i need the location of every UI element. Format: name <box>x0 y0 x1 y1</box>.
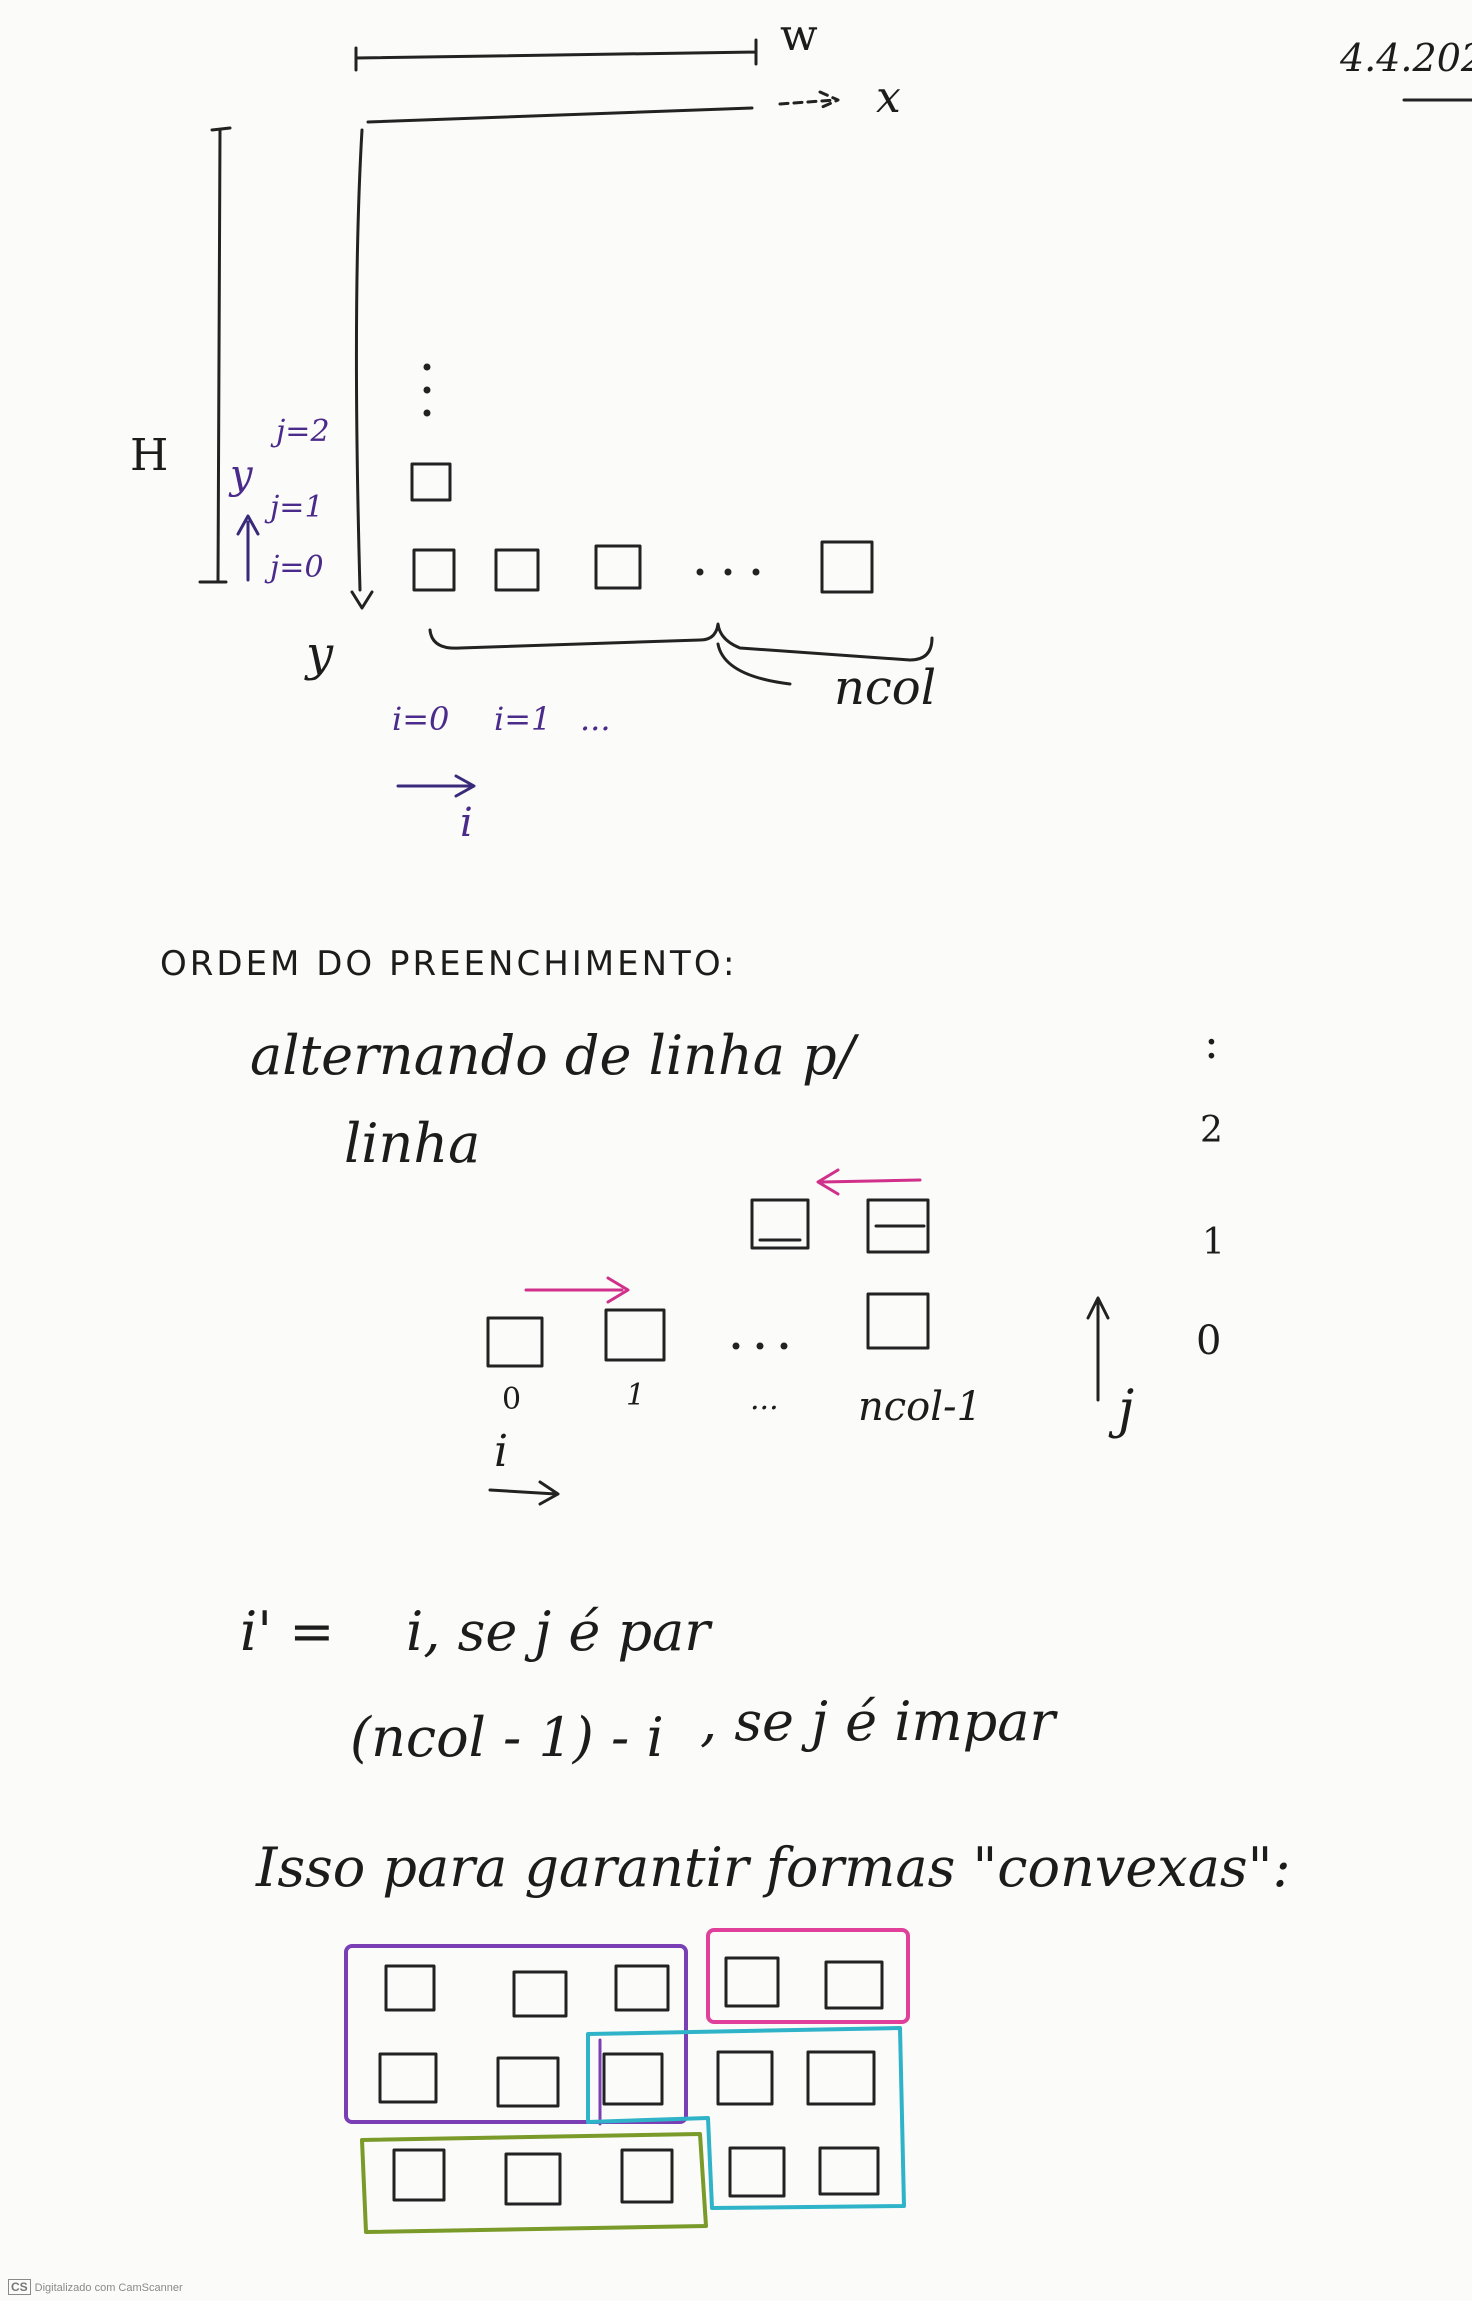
grid-cell <box>494 548 540 592</box>
col-label-dots: ... <box>580 700 611 738</box>
ncol-label: ncol <box>834 660 937 716</box>
y-axis-label: y <box>306 626 334 682</box>
formula-case-2-cond: , se j é impar <box>700 1690 1056 1753</box>
col-index-1: 1 <box>626 1378 646 1413</box>
x-axis-label: x <box>876 72 901 123</box>
col-index-last: ncol-1 <box>858 1384 983 1430</box>
forward-arrow <box>524 1276 630 1304</box>
section-heading: ORDEM DO PREENCHIMENTO: <box>160 944 738 984</box>
row-index-0: 0 <box>1196 1318 1222 1364</box>
camscanner-logo-icon: CS <box>8 2279 31 2295</box>
group-pink <box>706 1928 910 2024</box>
formula-case-2-expr: (ncol - 1) - i <box>350 1706 664 1769</box>
row-index-2: 2 <box>1200 1110 1223 1151</box>
grid-cell <box>820 540 874 594</box>
section-line-1: alternando de linha p/ <box>250 1024 855 1087</box>
diagram2-j-label: j <box>1118 1380 1135 1440</box>
col-index-0: 0 <box>502 1382 522 1417</box>
i-direction-arrow-2 <box>488 1480 560 1506</box>
y-direction-arrow <box>236 514 260 582</box>
row-label-j0: j=0 <box>270 550 324 585</box>
i-direction-arrow <box>396 774 476 798</box>
x-axis-line <box>366 106 754 124</box>
diagram2-i-label: i <box>494 1426 509 1477</box>
grid-cell <box>750 1198 810 1250</box>
i-label: i <box>460 800 473 846</box>
y-axis-line <box>354 128 364 592</box>
y-direction-label: y <box>230 452 253 498</box>
width-label: w <box>780 10 818 61</box>
formula-lhs: i' = <box>240 1600 335 1663</box>
group-cyan <box>586 2026 906 2210</box>
section-line-2: linha <box>344 1112 481 1175</box>
grid-cell <box>410 462 452 502</box>
footer-text: Digitalizado com CamScanner <box>34 2282 183 2294</box>
ncol-brace <box>428 622 934 662</box>
row-index-dots: : <box>1204 1018 1219 1069</box>
row-index-1: 1 <box>1202 1222 1225 1263</box>
j-direction-arrow <box>1086 1296 1110 1402</box>
conclusion-text: Isso para garantir formas "convexas": <box>256 1836 1291 1899</box>
group-green <box>360 2132 708 2234</box>
grid-cell <box>412 548 456 592</box>
x-axis-arrow <box>778 90 840 110</box>
grid-cell <box>866 1198 930 1254</box>
height-label: H <box>130 430 169 481</box>
reverse-arrow <box>816 1168 922 1196</box>
height-dimension-line <box>198 126 232 584</box>
row-label-j2: j=2 <box>276 414 330 449</box>
date-label: 4.4.202 <box>1340 36 1472 80</box>
grid-cell <box>866 1292 930 1350</box>
formula-case-1: i, se j é par <box>406 1600 711 1663</box>
y-axis-arrow <box>350 590 374 610</box>
cell-grid <box>378 1956 884 2206</box>
col-label-i0: i=0 <box>392 700 450 738</box>
width-dimension-line <box>354 38 758 72</box>
col-label-i1: i=1 <box>494 700 552 738</box>
col-index-dots: ... <box>750 1382 779 1417</box>
grid-cell <box>604 1308 666 1362</box>
grid-cell <box>486 1316 544 1368</box>
row-label-j1: j=1 <box>270 490 324 525</box>
grid-cell <box>594 544 642 590</box>
